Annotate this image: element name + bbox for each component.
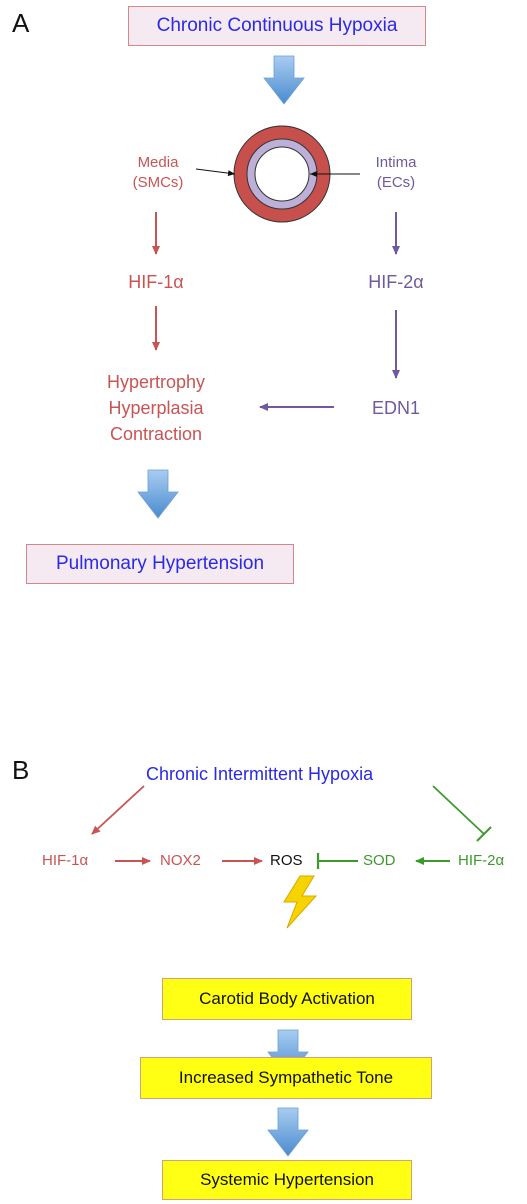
- pulmonary-hypertension-box: Pulmonary Hypertension: [26, 544, 294, 584]
- increased-sympathetic-tone-box: Increased Sympathetic Tone: [140, 1057, 432, 1099]
- edn1-label: EDN1: [371, 398, 420, 418]
- intima-label: Intima (ECs): [358, 153, 434, 193]
- hif2-alpha-label: HIF-2α: [368, 272, 424, 292]
- carotid-body-activation-box: Carotid Body Activation: [162, 978, 412, 1020]
- big-arrow-down-2: [137, 469, 179, 519]
- nox2-label: NOX2: [160, 852, 201, 869]
- vessel-lumen: [254, 146, 310, 202]
- effect-hypertrophy: Hypertrophy: [106, 372, 206, 392]
- intima-label-line2: (ECs): [376, 174, 416, 191]
- big-arrow-down-4: [267, 1107, 309, 1157]
- hif1-alpha-label: HIF-1α: [128, 272, 184, 292]
- systemic-hypertension-box: Systemic Hypertension: [162, 1160, 412, 1200]
- media-pointer: [195, 168, 236, 177]
- panel-b-letter: B: [12, 755, 30, 785]
- chronic-intermittent-hypoxia-label: Chronic Intermittent Hypoxia: [146, 764, 374, 784]
- media-label-line2: (SMCs): [132, 174, 184, 191]
- effect-contraction: Contraction: [109, 424, 203, 444]
- media-label: Media (SMCs): [118, 153, 198, 193]
- hif1-alpha-label-b: HIF-1α: [42, 852, 89, 869]
- inhibit-cih-to-hif2: [432, 785, 485, 835]
- lightning-bolt-icon: [283, 875, 318, 929]
- panel-a-letter: A: [12, 8, 30, 38]
- sod-label: SOD: [363, 852, 396, 869]
- smc-effects-label: Hypertrophy Hyperplasia Contraction: [76, 369, 236, 447]
- arrow-cih-to-hif1: [91, 785, 145, 835]
- inhibit-cih-to-hif2-bar: [476, 826, 492, 842]
- media-label-line1: Media: [137, 154, 179, 171]
- intima-label-line1: Intima: [375, 154, 417, 171]
- ros-label: ROS: [270, 852, 303, 869]
- big-arrow-down-1: [263, 55, 305, 105]
- chronic-continuous-hypoxia-box: Chronic Continuous Hypoxia: [128, 6, 426, 46]
- effect-hyperplasia: Hyperplasia: [108, 398, 204, 418]
- hif2-alpha-label-b: HIF-2α: [458, 852, 505, 869]
